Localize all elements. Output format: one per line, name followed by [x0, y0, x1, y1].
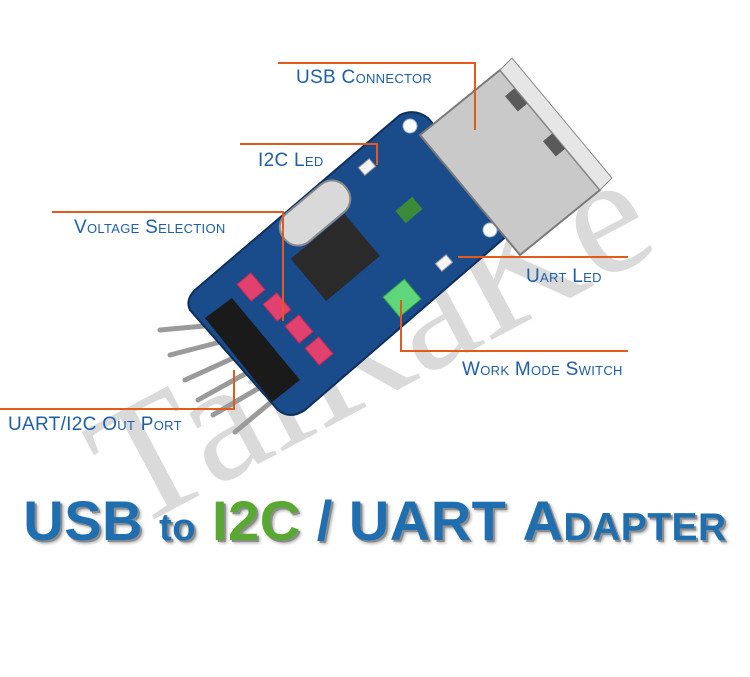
- work-mode-switch-part: [382, 278, 422, 318]
- i2c-led-leader-v: [376, 143, 378, 165]
- title-uart: UART: [348, 489, 507, 552]
- title-usb: USB: [23, 489, 143, 552]
- out-port-label: UART/I2C Out Port: [8, 414, 182, 435]
- voltage-selection-leader: [52, 211, 284, 213]
- usb-connector-leader-v: [474, 62, 476, 130]
- ch341-chip: [290, 213, 380, 301]
- voltage-selection-leader-v: [282, 211, 284, 321]
- out-port-leader: [0, 408, 235, 410]
- uart-led-part: [434, 253, 454, 273]
- work-mode-switch-leader-v: [400, 300, 402, 352]
- uart-led-label: Uart Led: [526, 266, 602, 287]
- product-title: USB to I2C / UART Adapter: [0, 488, 750, 553]
- usb-connector-leader: [278, 62, 476, 64]
- work-mode-switch-label: Work Mode Switch: [462, 359, 623, 380]
- crystal: [278, 179, 352, 247]
- out-port-leader-v: [233, 370, 235, 410]
- i2c-led-label: I2C Led: [258, 150, 324, 171]
- usb-connector-label: USB Connector: [296, 67, 433, 88]
- resistor: [395, 196, 423, 224]
- voltage-selection-label: Voltage Selection: [74, 217, 226, 238]
- i2c-led-part: [357, 157, 377, 177]
- title-slash: /: [316, 489, 333, 552]
- product-photo: TaiRaKe: [0, 57, 750, 564]
- usb-plug: [418, 57, 613, 257]
- work-mode-switch-leader: [400, 350, 628, 352]
- title-adapter: Adapter: [522, 489, 727, 552]
- adapter-board: [157, 57, 613, 435]
- pin-header: [205, 298, 300, 402]
- title-i2c: I2C: [212, 489, 301, 552]
- uart-led-leader: [458, 256, 628, 258]
- i2c-led-leader: [240, 143, 378, 145]
- title-to: to: [159, 507, 196, 549]
